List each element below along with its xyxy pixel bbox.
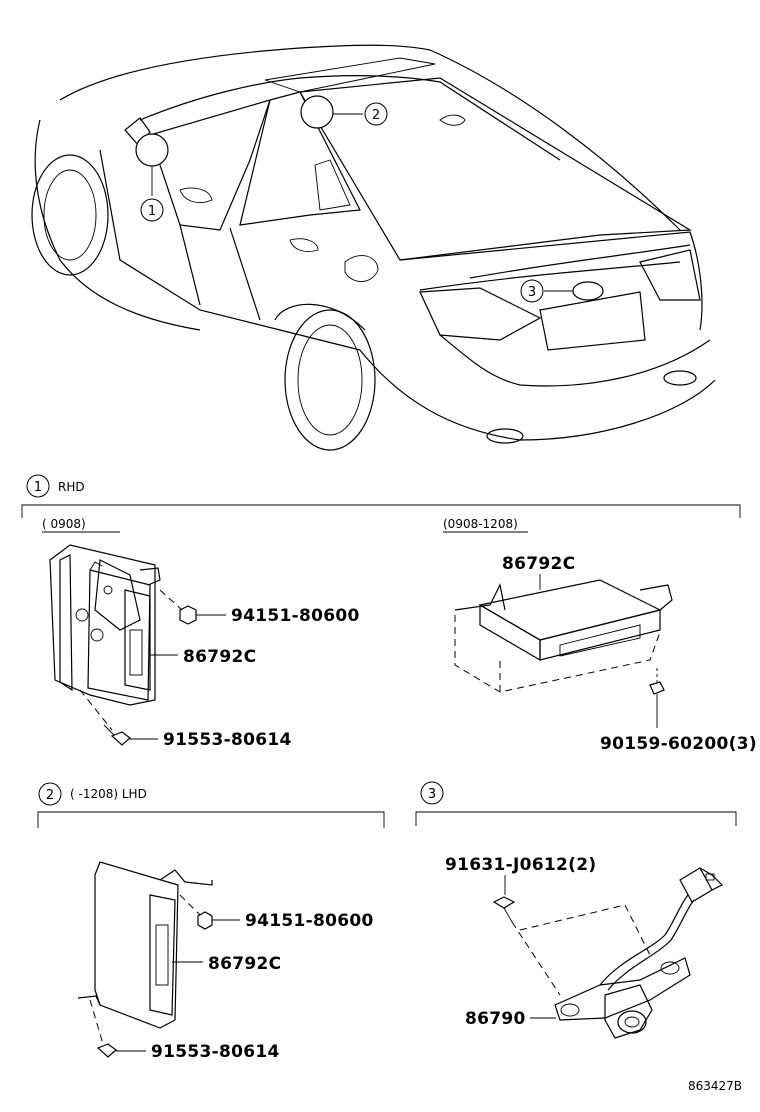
section-1-callout-text: 1: [34, 480, 42, 495]
lhd-ecu-drawing: [77, 861, 213, 1029]
lhd-screw-partno: 91553-80614: [151, 1042, 280, 1062]
rhd-right-period: (0908-1208): [443, 517, 518, 531]
camera-partno: 86790: [465, 1009, 526, 1029]
callout-1: [140, 198, 164, 222]
screw-icon-lhd: [96, 1043, 117, 1058]
location-marker-2: [300, 95, 334, 129]
drawing-id: 863427B: [688, 1079, 742, 1093]
callout-2-text: 2: [372, 108, 380, 123]
rhd-left-ecu-drawing: [49, 544, 161, 706]
camera-screw-icon: [492, 896, 516, 923]
rhd-left-nut-partno: 94151-80600: [231, 606, 360, 626]
callout-2: [364, 102, 388, 126]
section-1-bracket: [21, 504, 741, 518]
section-2-callout: [38, 782, 62, 806]
rhd-left-ecu-partno: 86792C: [183, 647, 256, 667]
camera-dash-a: [511, 921, 561, 996]
rhd-left-period: ( 0908): [42, 517, 86, 531]
camera-dash-b: [519, 904, 651, 956]
callout-3: [520, 279, 544, 303]
screw-icon: [103, 724, 131, 746]
section-3-callout-text: 3: [428, 787, 436, 802]
camera-drawing: [554, 867, 724, 1039]
section-1-callout: [26, 474, 50, 498]
rhd-right-bolt-partno: 90159-60200(3): [600, 734, 757, 754]
rhd-left-screw-partno: 91553-80614: [163, 730, 292, 750]
section-2-label: ( -1208) LHD: [70, 787, 147, 801]
rhd-right-ecu-partno: 86792C: [502, 554, 575, 574]
section-2-callout-text: 2: [46, 788, 54, 803]
camera-screw-partno: 91631-J0612(2): [445, 855, 596, 875]
callout-1-text: 1: [148, 204, 156, 219]
bolt-icon: [649, 668, 665, 712]
section-3-bracket: [415, 811, 737, 826]
section-2-bracket: [37, 811, 385, 828]
callout-3-text: 3: [528, 285, 536, 300]
location-marker-1: [135, 133, 169, 167]
rhd-right-ecu-drawing: [454, 579, 673, 693]
lhd-ecu-partno: 86792C: [208, 954, 281, 974]
location-marker-3: [572, 281, 604, 301]
section-3-callout: [420, 781, 444, 805]
nut-icon: [179, 605, 197, 625]
car-illustration: [31, 44, 716, 451]
lhd-nut-partno: 94151-80600: [245, 911, 374, 931]
nut-icon-lhd: [197, 911, 213, 930]
section-1-label: RHD: [58, 480, 85, 494]
